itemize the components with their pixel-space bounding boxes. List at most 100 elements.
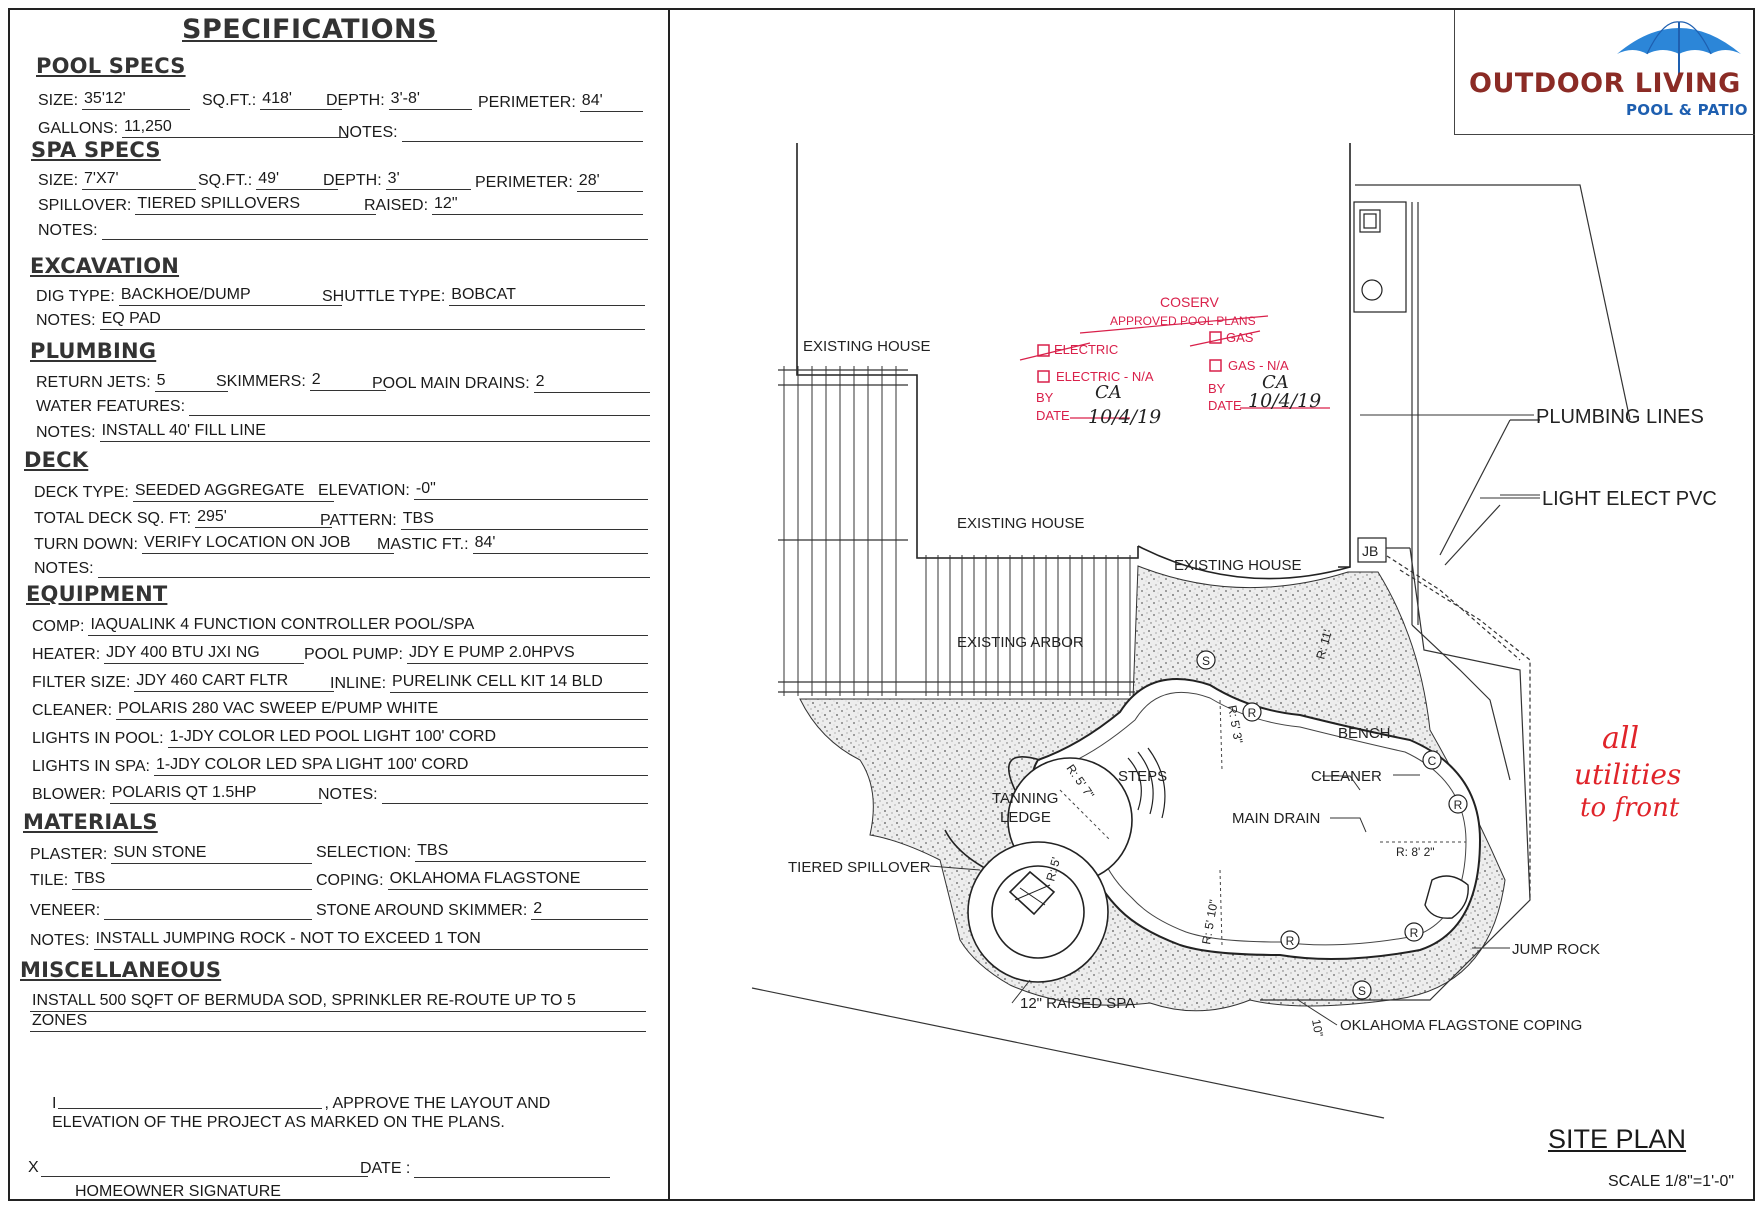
- spa-notes-field: NOTES:: [38, 218, 648, 240]
- turn-down-field: TURN DOWN:VERIFY LOCATION ON JOB: [34, 532, 394, 554]
- steps: [1127, 747, 1166, 819]
- materials-notes-field: NOTES:INSTALL JUMPING ROCK - NOT TO EXCE…: [30, 928, 648, 950]
- checkbox-electric-2: [1037, 370, 1050, 383]
- approval-line-1: I , APPROVE THE LAYOUT AND: [52, 1095, 551, 1112]
- lights-in-spa-field: LIGHTS IN SPA:1-JDY COLOR LED SPA LIGHT …: [32, 754, 648, 776]
- deck-sqft-field: TOTAL DECK SQ. FT:295': [34, 506, 332, 528]
- pool-specs-heading: POOL SPECS: [36, 54, 186, 78]
- spa-size-field: SIZE:7'X7': [38, 168, 196, 190]
- skimmer-symbol: [1196, 650, 1216, 670]
- umbrella-icon: [1617, 21, 1741, 76]
- stamp-date-left: DATE: [1036, 408, 1070, 423]
- inline-field: INLINE:PURELINK CELL KIT 14 BLD: [330, 671, 648, 693]
- return-jet-symbol-label: R: [1286, 934, 1295, 948]
- note-line-2: utilities: [1574, 758, 1681, 791]
- spa-sqft-field: SQ.FT.:49': [198, 168, 338, 190]
- stamp-by-initials-right: CA: [1262, 372, 1289, 393]
- site-plan-scale: SCALE 1/8"=1'-0": [1608, 1173, 1735, 1190]
- existing-arbor: [778, 369, 1138, 693]
- label-existing-house-2: EXISTING HOUSE: [957, 515, 1085, 532]
- return-jet-symbol-label: R: [1454, 798, 1463, 812]
- deck-pattern-field: PATTERN:TBS: [320, 508, 648, 530]
- specifications-panel: SPECIFICATIONS POOL SPECS SIZE:35'12' SQ…: [20, 8, 660, 1200]
- page-frame: [8, 8, 1755, 1201]
- plaster-field: PLASTER:SUN STONE: [30, 842, 312, 864]
- filter-size-field: FILTER SIZE:JDY 460 CART FLTR: [32, 670, 334, 692]
- label-plumbing-lines: PLUMBING LINES: [1536, 406, 1704, 428]
- deck-notes-field: NOTES:: [34, 556, 650, 578]
- skimmer-symbol-label: S: [1202, 654, 1210, 668]
- skimmer-symbol-label: S: [1358, 984, 1366, 998]
- checkbox-electric-1: [1037, 344, 1050, 357]
- return-jet-symbol: [1242, 702, 1262, 722]
- stamp-handwriting: CA 10/4/19 CA 10/4/19: [1088, 372, 1321, 428]
- label-light-elect-pvc: LIGHT ELECT PVC: [1542, 488, 1717, 510]
- stamp-date-right: DATE: [1208, 398, 1242, 413]
- pool-sqft-field: SQ.FT.:418': [202, 88, 342, 110]
- label-radius-10: 10": [1309, 1018, 1326, 1038]
- stamp-date-value-right: 10/4/19: [1248, 390, 1321, 412]
- equipment-notes-field: NOTES:: [318, 782, 648, 804]
- checkbox-gas-2: [1209, 359, 1222, 372]
- plan-labels: EXISTING HOUSE EXISTING HOUSE EXISTING H…: [788, 338, 1717, 1038]
- stamp-date-value-left: 10/4/19: [1088, 406, 1161, 428]
- label-existing-house-3: EXISTING HOUSE: [1174, 557, 1302, 574]
- label-radius-8-2: R: 8' 2": [1396, 845, 1435, 859]
- approver-name-blank[interactable]: [58, 1108, 323, 1109]
- lights-in-pool-field: LIGHTS IN POOL:1-JDY COLOR LED POOL LIGH…: [32, 726, 648, 748]
- shuttle-type-field: SHUTTLE TYPE:BOBCAT: [322, 284, 645, 306]
- leader-lines: [929, 414, 1540, 1026]
- deck-elevation-field: ELEVATION:-0": [318, 478, 648, 500]
- jump-rock: [1424, 875, 1469, 919]
- pool-depth-field: DEPTH:3'-8': [326, 88, 472, 110]
- misc-line-2: ZONES: [30, 1010, 646, 1032]
- stamp-by-right: BY: [1208, 381, 1226, 396]
- stamp-electric-1: ELECTRIC: [1054, 342, 1118, 357]
- plumbing-heading: PLUMBING: [30, 339, 157, 363]
- pool-perimeter-field: PERIMETER:84': [478, 90, 643, 112]
- spa: [967, 841, 1109, 983]
- label-raised-spa: 12" RAISED SPA: [1020, 995, 1135, 1012]
- pool-gallons-field: GALLONS:11,250: [38, 116, 348, 138]
- return-jets-field: RETURN JETS:5: [36, 370, 228, 392]
- spa-perimeter-field: PERIMETER:28': [475, 170, 643, 192]
- dig-type-field: DIG TYPE:BACKHOE/DUMP: [36, 284, 342, 306]
- pool-size-field: SIZE:35'12': [38, 88, 190, 110]
- return-jet-symbol-label: R: [1248, 706, 1257, 720]
- label-existing-arbor: EXISTING ARBOR: [957, 634, 1084, 651]
- blower-field: BLOWER:POLARIS QT 1.5HP: [32, 782, 322, 804]
- spa-raised-field: RAISED:12": [364, 193, 643, 215]
- coping-field: COPING:OKLAHOMA FLAGSTONE: [316, 868, 648, 890]
- return-jet-symbol: [1404, 922, 1424, 942]
- label-cleaner: CLEANER: [1311, 768, 1382, 785]
- label-main-drain: MAIN DRAIN: [1232, 810, 1320, 827]
- tile-field: TILE:TBS: [30, 868, 312, 890]
- stamp-gas-2: GAS - N/A: [1228, 358, 1289, 373]
- coserv-approval-stamp: COSERV APPROVED POOL PLANS ELECTRIC ELEC…: [1019, 294, 1330, 423]
- materials-heading: MATERIALS: [23, 810, 158, 834]
- pool-pump-field: POOL PUMP:JDY E PUMP 2.0HPVS: [304, 642, 648, 664]
- label-existing-house-1: EXISTING HOUSE: [803, 338, 931, 355]
- selection-field: SELECTION:TBS: [316, 840, 646, 862]
- cleaner-field: CLEANER:POLARIS 280 VAC SWEEP E/PUMP WHI…: [32, 698, 648, 720]
- misc-line-1: INSTALL 500 SQFT OF BERMUDA SOD, SPRINKL…: [30, 990, 646, 1012]
- signature-date-field[interactable]: DATE :: [360, 1156, 610, 1178]
- stamp-title: COSERV: [1160, 294, 1220, 310]
- spa-spillover-field: SPILLOVER:TIERED SPILLOVERS: [38, 193, 376, 215]
- homeowner-signature-field[interactable]: X: [28, 1155, 368, 1177]
- label-steps: STEPS: [1118, 768, 1167, 785]
- plumbing-notes-field: NOTES:INSTALL 40' FILL LINE: [36, 420, 650, 442]
- excavation-heading: EXCAVATION: [30, 254, 180, 278]
- main-drains-field: POOL MAIN DRAINS:2: [372, 371, 650, 393]
- checkbox-gas-1: [1209, 331, 1222, 344]
- house-outline: [796, 143, 1351, 580]
- return-jet-symbol: [1448, 794, 1468, 814]
- miscellaneous-heading: MISCELLANEOUS: [20, 958, 222, 982]
- comp-field: COMP:IAQUALINK 4 FUNCTION CONTROLLER POO…: [32, 614, 648, 636]
- handwritten-note: all utilities to front: [1574, 721, 1681, 823]
- plumbing-lines: [1260, 184, 1631, 1001]
- spa-specs-heading: SPA SPECS: [31, 138, 161, 162]
- label-tiered-spillover: TIERED SPILLOVER: [788, 859, 931, 876]
